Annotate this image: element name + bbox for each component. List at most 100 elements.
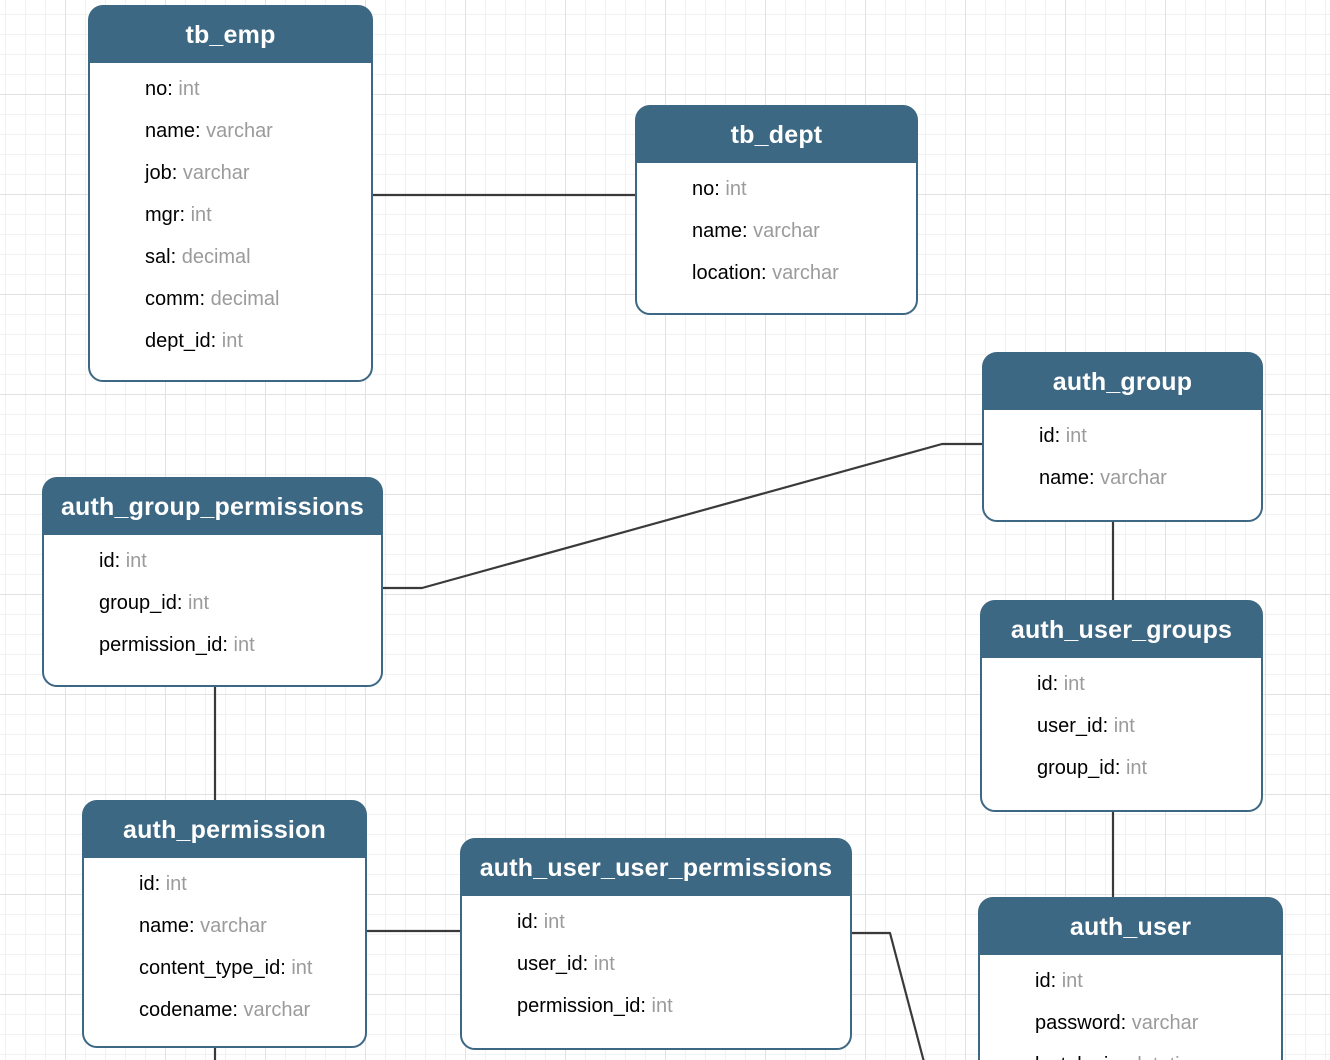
table-title: auth_group_permissions <box>44 479 381 535</box>
field-row: group_id: int <box>982 747 1261 789</box>
field-type: varchar <box>753 220 820 242</box>
field-type: int <box>125 550 147 572</box>
field-row: dept_id: int <box>90 320 371 362</box>
field-row: no: int <box>637 168 916 210</box>
field-row: id: int <box>84 863 365 905</box>
field-type: varchar <box>200 915 267 937</box>
field-type: int <box>725 178 747 200</box>
field-row: name: varchar <box>90 110 371 152</box>
field-name: user_id <box>517 953 583 975</box>
table-fields: id: int name: varchar <box>984 410 1261 499</box>
field-row: name: varchar <box>84 905 365 947</box>
field-type: datetime <box>1131 1054 1208 1060</box>
field-colon: : <box>532 911 544 933</box>
field-type: int <box>1065 425 1087 447</box>
field-name: codename <box>139 999 233 1021</box>
field-type: int <box>593 953 615 975</box>
field-name: mgr <box>145 204 180 226</box>
table-title: auth_user_user_permissions <box>462 840 850 896</box>
field-row: id: int <box>462 901 850 943</box>
field-colon: : <box>1050 970 1062 992</box>
field-type: int <box>221 330 243 352</box>
field-row: last_login: datetime <box>980 1044 1281 1060</box>
table-title: auth_user_groups <box>982 602 1261 658</box>
field-colon: : <box>170 246 182 268</box>
field-name: location <box>692 262 761 284</box>
field-name: dept_id <box>145 330 211 352</box>
field-colon: : <box>1120 1054 1131 1060</box>
field-row: group_id: int <box>44 582 381 624</box>
field-name: name <box>139 915 190 937</box>
field-name: last_login <box>1035 1054 1120 1060</box>
field-type: varchar <box>772 262 839 284</box>
field-colon: : <box>1120 1012 1132 1034</box>
field-row: comm: decimal <box>90 278 371 320</box>
field-colon: : <box>222 634 234 656</box>
field-colon: : <box>199 288 211 310</box>
field-colon: : <box>232 999 244 1021</box>
field-name: id <box>139 873 155 895</box>
field-type: int <box>1125 757 1148 779</box>
field-colon: : <box>176 592 188 614</box>
field-name: password <box>1035 1012 1121 1034</box>
field-row: name: varchar <box>637 210 916 252</box>
field-row: permission_id: int <box>44 624 381 666</box>
field-colon: : <box>640 995 652 1017</box>
field-type: varchar <box>206 120 273 142</box>
table-title: auth_group <box>984 354 1261 410</box>
field-type: int <box>190 204 212 226</box>
field-name: job <box>145 162 172 184</box>
field-row: name: varchar <box>984 457 1261 499</box>
field-colon: : <box>167 78 179 100</box>
field-row: job: varchar <box>90 152 371 194</box>
field-colon: : <box>114 550 126 572</box>
field-colon: : <box>171 162 183 184</box>
field-colon: : <box>1089 467 1101 489</box>
field-name: id <box>1039 425 1055 447</box>
field-name: comm <box>145 288 200 310</box>
field-type: varchar <box>182 162 250 184</box>
field-colon: : <box>714 178 726 200</box>
table-auth_user_user_permissions[interactable]: auth_user_user_permissions id: int user_id… <box>460 838 852 1050</box>
field-row: mgr: int <box>90 194 371 236</box>
field-type: int <box>543 911 565 933</box>
connection-auth_user_user_permissions-auth_user[interactable] <box>851 931 925 1060</box>
field-row: id: int <box>44 540 381 582</box>
field-type: varchar <box>1131 1012 1199 1034</box>
field-name: permission_id <box>99 634 223 656</box>
field-type: int <box>165 873 187 895</box>
field-colon: : <box>195 120 207 142</box>
field-colon: : <box>280 957 292 979</box>
connection-auth_group_permissions-auth_group[interactable] <box>383 442 982 590</box>
table-title: tb_emp <box>90 7 371 63</box>
field-name: no <box>145 78 168 100</box>
field-row: codename: varchar <box>84 989 365 1031</box>
field-name: group_id <box>1037 757 1115 779</box>
field-type: int <box>291 957 313 979</box>
field-colon: : <box>582 953 594 975</box>
field-colon: : <box>1054 425 1066 447</box>
field-type: varchar <box>243 999 311 1021</box>
field-type: int <box>651 995 673 1017</box>
field-row: content_type_id: int <box>84 947 365 989</box>
field-type: int <box>1113 715 1135 737</box>
field-name: user_id <box>1037 715 1103 737</box>
field-row: password: varchar <box>980 1002 1281 1044</box>
field-name: no <box>692 178 715 200</box>
field-type: int <box>1063 673 1085 695</box>
field-row: permission_id: int <box>462 985 850 1027</box>
field-type: int <box>178 78 200 100</box>
field-row: location: varchar <box>637 252 916 294</box>
